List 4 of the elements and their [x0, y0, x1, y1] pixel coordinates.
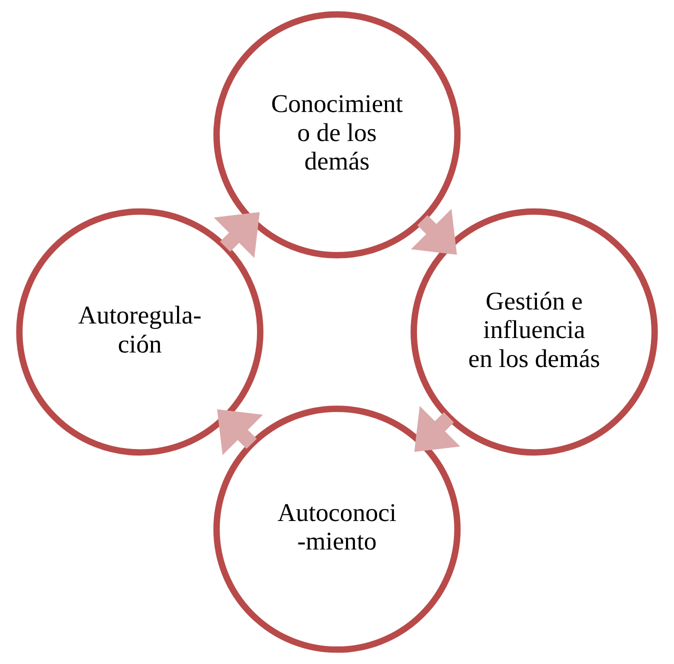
- arrow: [214, 212, 260, 258]
- arrow: [217, 409, 263, 456]
- arrow: [414, 406, 460, 452]
- arrow: [411, 208, 457, 255]
